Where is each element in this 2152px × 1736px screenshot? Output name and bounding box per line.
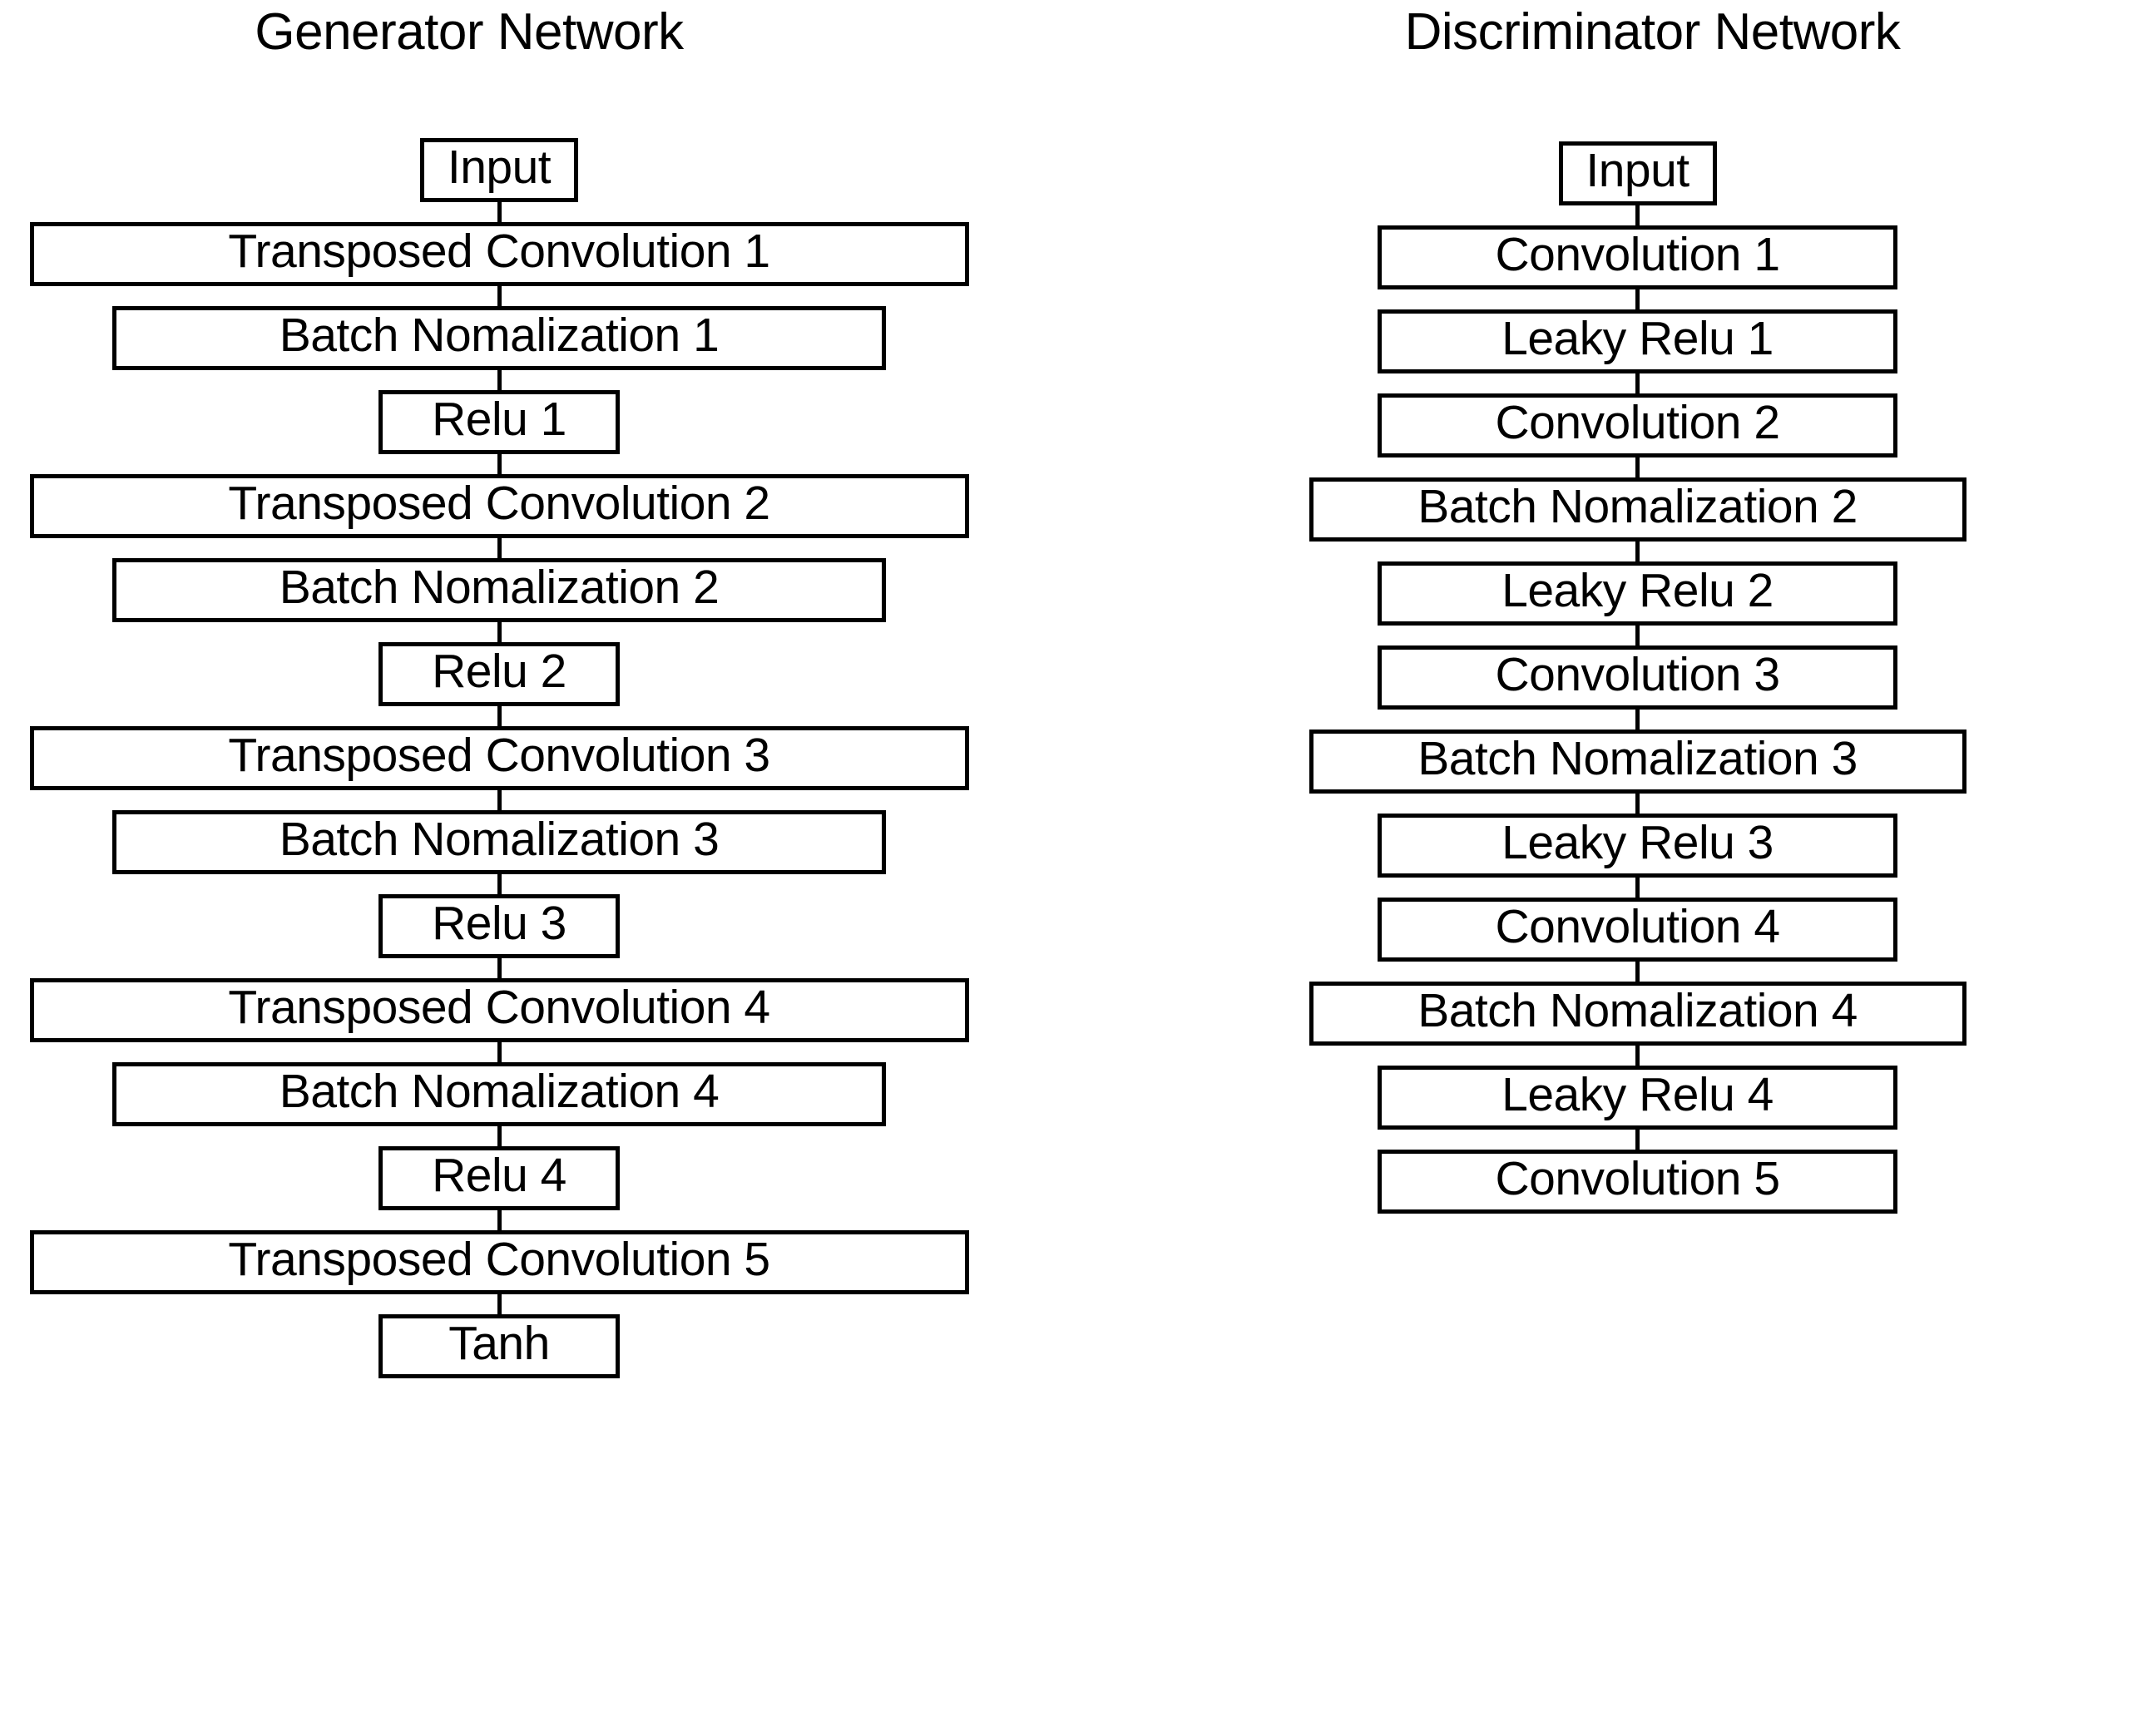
- node-label: Relu 2: [432, 645, 566, 698]
- node-label: Leaky Relu 2: [1501, 564, 1774, 617]
- node-transposed-convolution-1[interactable]: Transposed Convolution 1: [29, 222, 969, 286]
- node-label: Batch Nomalization 1: [279, 309, 720, 362]
- connector-line: [1635, 203, 1640, 228]
- node-convolution-2[interactable]: Convolution 2: [1378, 393, 1897, 457]
- connector-line: [497, 620, 502, 645]
- node-convolution-3[interactable]: Convolution 3: [1378, 645, 1897, 710]
- node-label: Leaky Relu 3: [1501, 816, 1774, 869]
- node-input[interactable]: Input: [420, 138, 578, 202]
- node-label: Transposed Convolution 3: [228, 729, 770, 782]
- node-label: Leaky Relu 4: [1501, 1068, 1774, 1121]
- node-transposed-convolution-4[interactable]: Transposed Convolution 4: [29, 978, 969, 1042]
- node-relu-1[interactable]: Relu 1: [378, 390, 620, 454]
- connector-line: [497, 536, 502, 561]
- node-batch-nomalization-4[interactable]: Batch Nomalization 4: [112, 1062, 886, 1126]
- node-label: Relu 1: [432, 393, 566, 446]
- node-leaky-relu-4[interactable]: Leaky Relu 4: [1378, 1066, 1897, 1130]
- connector-line: [497, 368, 502, 393]
- node-batch-nomalization-1[interactable]: Batch Nomalization 1: [112, 306, 886, 370]
- node-batch-nomalization-2[interactable]: Batch Nomalization 2: [112, 558, 886, 622]
- connector-line: [1635, 791, 1640, 816]
- connector-line: [497, 788, 502, 813]
- connector-line: [497, 1124, 502, 1149]
- connector-line: [1635, 1127, 1640, 1152]
- node-label: Tanh: [448, 1317, 550, 1370]
- node-label: Leaky Relu 1: [1501, 312, 1774, 365]
- connector-line: [1635, 959, 1640, 984]
- connector-line: [1635, 875, 1640, 900]
- connector-line: [1635, 371, 1640, 396]
- node-label: Batch Nomalization 4: [279, 1065, 720, 1118]
- node-label: Convolution 2: [1495, 396, 1780, 449]
- node-label: Batch Nomalization 2: [1417, 480, 1858, 533]
- node-convolution-1[interactable]: Convolution 1: [1378, 225, 1897, 289]
- discriminator-network-title: Discriminator Network: [1404, 3, 1901, 61]
- node-label: Transposed Convolution 2: [228, 477, 770, 530]
- connector-line: [1635, 623, 1640, 648]
- connector-line: [1635, 287, 1640, 312]
- node-label: Input: [447, 141, 552, 194]
- node-convolution-4[interactable]: Convolution 4: [1378, 898, 1897, 962]
- connector-line: [1635, 455, 1640, 480]
- connector-line: [1635, 539, 1640, 564]
- node-label: Batch Nomalization 3: [279, 813, 720, 866]
- node-batch-nomalization-3[interactable]: Batch Nomalization 3: [1309, 730, 1966, 794]
- node-label: Relu 4: [432, 1149, 566, 1202]
- connector-line: [497, 1292, 502, 1317]
- node-batch-nomalization-4[interactable]: Batch Nomalization 4: [1309, 982, 1966, 1046]
- node-label: Transposed Convolution 1: [228, 225, 770, 278]
- node-transposed-convolution-5[interactable]: Transposed Convolution 5: [29, 1230, 969, 1294]
- node-label: Relu 3: [432, 897, 566, 950]
- connector-line: [497, 1208, 502, 1233]
- connector-line: [1635, 707, 1640, 732]
- node-tanh[interactable]: Tanh: [378, 1314, 620, 1378]
- node-batch-nomalization-2[interactable]: Batch Nomalization 2: [1309, 477, 1966, 542]
- node-convolution-5[interactable]: Convolution 5: [1378, 1150, 1897, 1214]
- node-label: Input: [1586, 144, 1689, 197]
- connector-line: [497, 956, 502, 981]
- node-transposed-convolution-3[interactable]: Transposed Convolution 3: [29, 726, 969, 790]
- node-label: Batch Nomalization 2: [279, 561, 720, 614]
- node-label: Batch Nomalization 4: [1417, 984, 1858, 1037]
- node-batch-nomalization-3[interactable]: Batch Nomalization 3: [112, 810, 886, 874]
- connector-line: [497, 1040, 502, 1065]
- connector-line: [1635, 1043, 1640, 1068]
- node-label: Transposed Convolution 5: [228, 1233, 770, 1286]
- node-leaky-relu-3[interactable]: Leaky Relu 3: [1378, 814, 1897, 878]
- node-label: Convolution 3: [1495, 648, 1780, 701]
- node-relu-3[interactable]: Relu 3: [378, 894, 620, 958]
- connector-line: [497, 284, 502, 309]
- node-label: Convolution 1: [1495, 228, 1780, 281]
- node-label: Convolution 5: [1495, 1152, 1780, 1205]
- node-input[interactable]: Input: [1558, 141, 1717, 205]
- node-relu-4[interactable]: Relu 4: [378, 1146, 620, 1210]
- node-label: Batch Nomalization 3: [1417, 732, 1858, 785]
- node-label: Convolution 4: [1495, 900, 1780, 953]
- connector-line: [497, 704, 502, 729]
- connector-line: [497, 200, 502, 225]
- generator-network-title: Generator Network: [255, 3, 684, 61]
- node-relu-2[interactable]: Relu 2: [378, 642, 620, 706]
- connector-line: [497, 872, 502, 897]
- node-label: Transposed Convolution 4: [228, 981, 770, 1034]
- node-leaky-relu-2[interactable]: Leaky Relu 2: [1378, 561, 1897, 626]
- connector-line: [497, 452, 502, 477]
- node-transposed-convolution-2[interactable]: Transposed Convolution 2: [29, 474, 969, 538]
- node-leaky-relu-1[interactable]: Leaky Relu 1: [1378, 309, 1897, 373]
